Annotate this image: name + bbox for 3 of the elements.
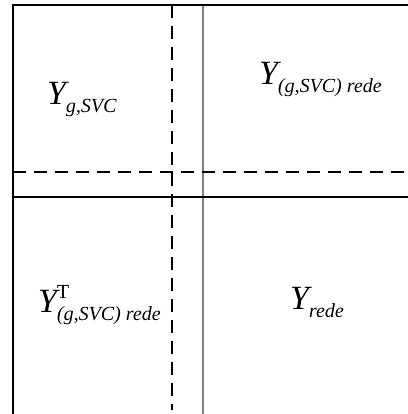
matrix-block-label: Y$_{(g,SVC) rede}$ [259,57,382,96]
matrix-block-label: Y$_{g,SVC}$ [47,77,116,116]
matrix-block-label: Y$_{rede}$ [290,282,344,321]
